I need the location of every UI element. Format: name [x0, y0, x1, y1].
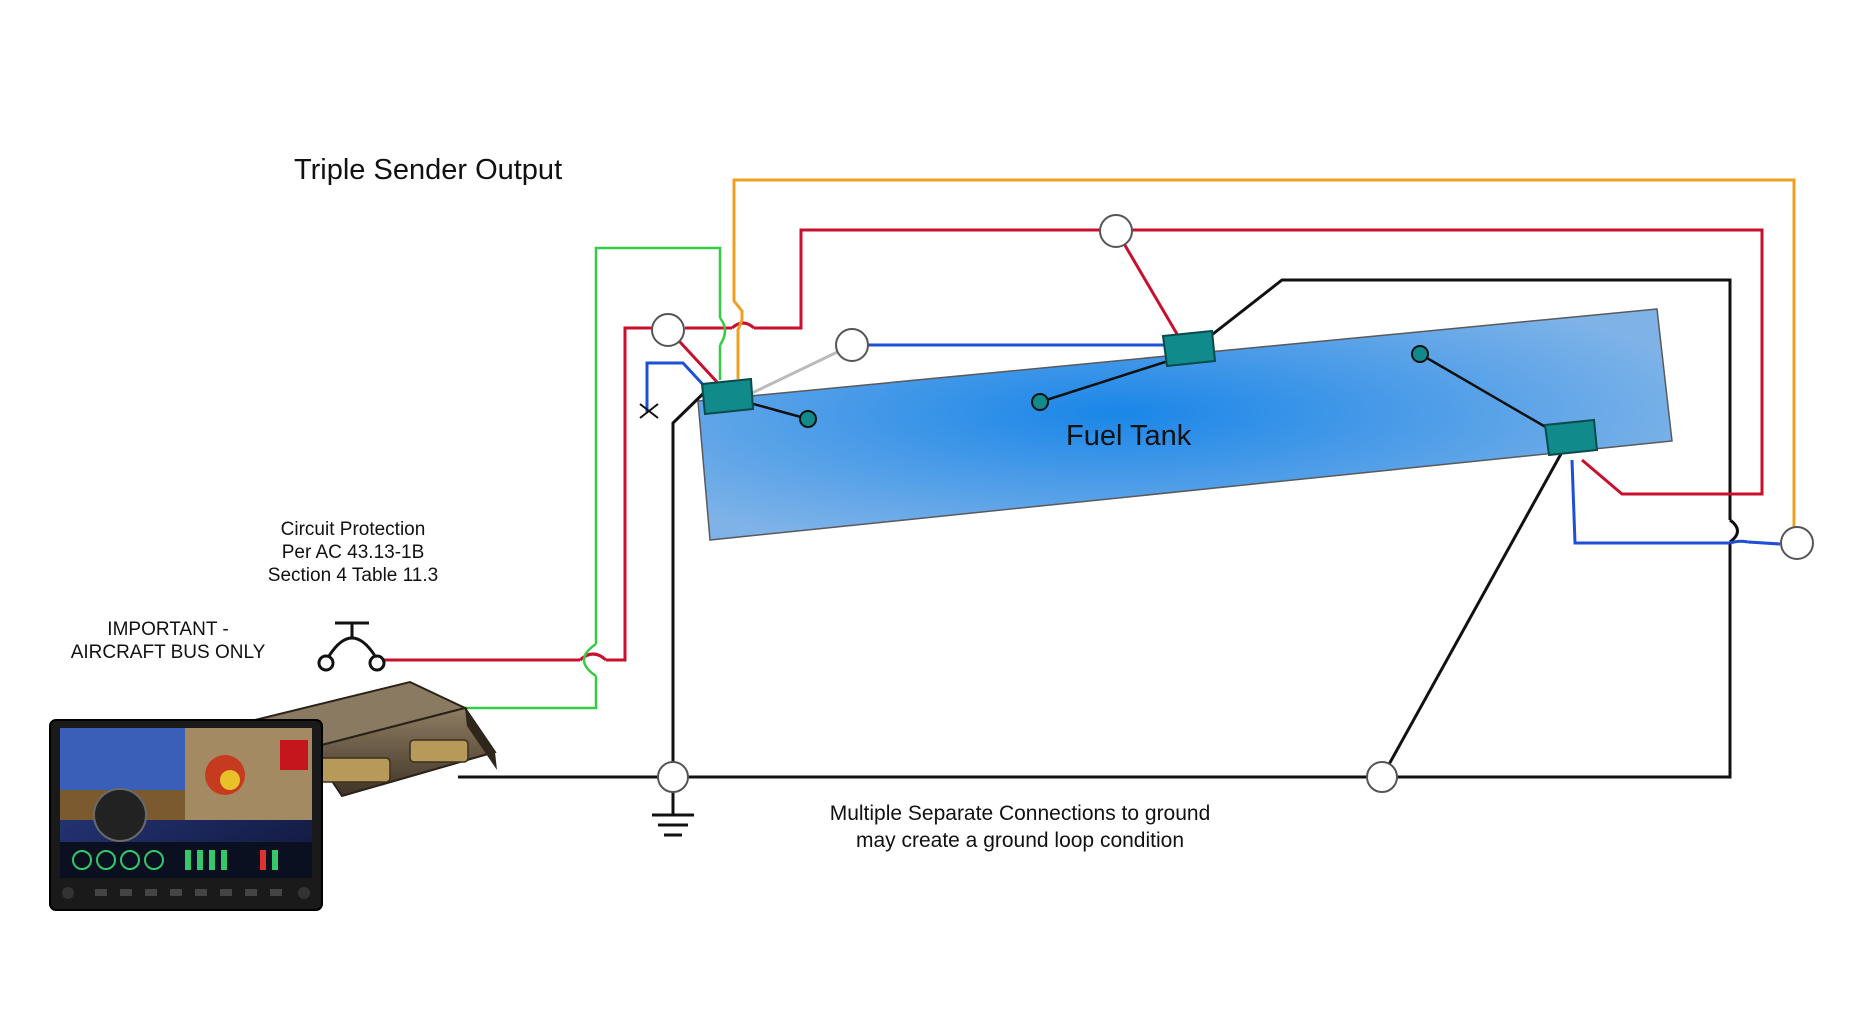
green-signal-wire [455, 246, 727, 710]
efis-display-icon [49, 719, 323, 911]
unterminated-wire-mark [639, 403, 659, 419]
ground-symbol-icon [652, 813, 694, 837]
circuit-protection-line-1: Circuit Protection [280, 519, 426, 540]
splice-red-top [1099, 214, 1133, 248]
sender-center [1161, 329, 1217, 368]
ground-bus-crossover [1729, 518, 1739, 544]
blue-signal-wires [645, 343, 1781, 546]
diagram-title: Triple Sender Output [294, 154, 563, 186]
circuit-protection-note: Circuit Protection Per AC 43.13-1B Secti… [248, 518, 458, 587]
ground-loop-note: Multiple Separate Connections to ground … [780, 800, 1260, 854]
aircraft-bus-warning: IMPORTANT - AIRCRAFT BUS ONLY [58, 618, 278, 664]
splice-red-left [651, 313, 685, 347]
splice-points [651, 214, 1814, 793]
left-sender-ground [671, 382, 715, 777]
ground-wires [458, 278, 1739, 815]
circuit-protection-line-2: Per AC 43.13-1B [281, 542, 425, 563]
circuit-breaker-icon [317, 621, 386, 672]
ground-splice-left [657, 761, 689, 793]
warning-line-1: IMPORTANT - [107, 619, 229, 640]
sender-left [700, 377, 755, 416]
main-ground-bus [458, 542, 1732, 779]
fuel-tank [697, 308, 1673, 541]
circuit-protection-line-3: Section 4 Table 11.3 [267, 565, 439, 586]
ground-note-line-1: Multiple Separate Connections to ground [829, 802, 1211, 825]
sender-right [1543, 418, 1599, 457]
ground-bus-return [1185, 278, 1732, 520]
grey-wire [749, 343, 853, 396]
probe-points [799, 345, 1429, 428]
splice-blue-right [1780, 526, 1814, 560]
sender-units [700, 329, 1599, 457]
fuel-tank-label: Fuel Tank [1066, 420, 1192, 452]
power-wires [380, 228, 1764, 662]
right-sender-ground [1380, 442, 1569, 778]
orange-signal-wire [732, 178, 1796, 529]
warning-line-2: AIRCRAFT BUS ONLY [70, 642, 266, 663]
ground-note-line-2: may create a ground loop condition [855, 829, 1185, 852]
splice-grey [835, 328, 869, 362]
ground-splice-right [1366, 761, 1398, 793]
